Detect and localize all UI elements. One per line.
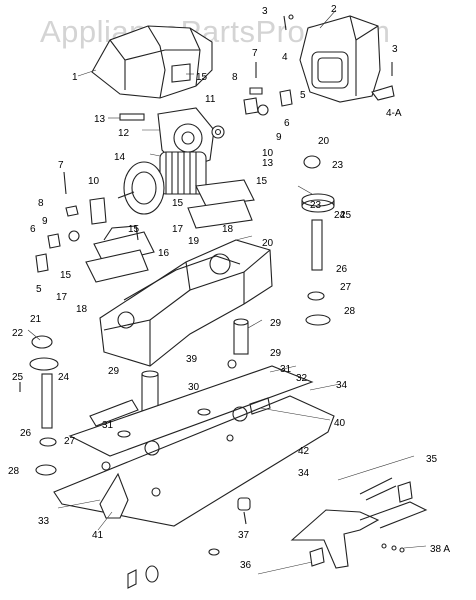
pad-frame bbox=[290, 477, 428, 569]
callout-label: 33 bbox=[38, 516, 50, 527]
callout-label: 32 bbox=[296, 373, 308, 384]
callout-label: 13 bbox=[94, 114, 106, 125]
callout-label: 14 bbox=[114, 152, 126, 163]
left-gear-shaft bbox=[19, 335, 59, 476]
callout-label: 25 bbox=[12, 372, 24, 383]
callout-label: 3 bbox=[392, 44, 398, 55]
callout-label: 8 bbox=[38, 198, 44, 209]
callout-label: 16 bbox=[158, 248, 170, 259]
callout-labels: 1 2 3 3 4 4-A 5 5 6 6 7 7 8 8 9 9 10 10 … bbox=[8, 4, 450, 571]
callout-label: 22 bbox=[12, 328, 24, 339]
callout-label: 25 bbox=[340, 210, 352, 221]
callout-label: 6 bbox=[30, 224, 36, 235]
callout-label: 42 bbox=[298, 446, 310, 457]
callout-label: 35 bbox=[426, 454, 438, 465]
callout-label: 34 bbox=[298, 468, 310, 479]
callout-label: 20 bbox=[318, 136, 330, 147]
callout-label: 15 bbox=[128, 224, 140, 235]
callout-label: 7 bbox=[58, 160, 64, 171]
callout-label: 3 bbox=[262, 6, 268, 17]
upper-small-parts bbox=[243, 14, 393, 116]
callout-label: 4-A bbox=[386, 108, 402, 119]
callout-label: 41 bbox=[92, 530, 104, 541]
callout-label: 26 bbox=[336, 264, 348, 275]
callout-label: 15 bbox=[172, 198, 184, 209]
right-gear-shaft bbox=[301, 155, 335, 326]
callout-label: 13 bbox=[262, 158, 274, 169]
callout-label: 6 bbox=[284, 118, 290, 129]
callout-label: 39 bbox=[186, 354, 198, 365]
callout-label: 1 bbox=[72, 72, 78, 83]
callout-label: 7 bbox=[252, 48, 258, 59]
callout-label: 18 bbox=[76, 304, 88, 315]
callout-label: 4 bbox=[282, 52, 288, 63]
callout-label: 5 bbox=[36, 284, 42, 295]
callout-label: 10 bbox=[262, 148, 274, 159]
callout-label: 19 bbox=[188, 236, 200, 247]
callout-label: 28 bbox=[344, 306, 356, 317]
callout-label: 12 bbox=[118, 128, 130, 139]
callout-label: 26 bbox=[20, 428, 32, 439]
callout-label: 24 bbox=[334, 210, 346, 221]
clip bbox=[99, 472, 129, 519]
motor-housing-rear bbox=[299, 15, 381, 103]
bracket-4a bbox=[371, 85, 395, 101]
callout-label: 29 bbox=[270, 318, 282, 329]
motor-housing-cover bbox=[91, 25, 213, 99]
callout-label: 2 bbox=[331, 4, 337, 15]
gear-case bbox=[99, 239, 273, 367]
callout-label: 21 bbox=[30, 314, 42, 325]
brush-plates bbox=[85, 179, 255, 283]
callout-label: 31 bbox=[280, 364, 292, 375]
callout-label: 24 bbox=[58, 372, 70, 383]
callout-label: 29 bbox=[108, 366, 120, 377]
callout-label: 9 bbox=[42, 216, 48, 227]
callout-label: 11 bbox=[205, 94, 216, 105]
callout-label: 23 bbox=[310, 200, 322, 211]
callout-label: 18 bbox=[222, 224, 234, 235]
callout-leaders bbox=[27, 9, 427, 575]
callout-label: 17 bbox=[172, 224, 184, 235]
callout-label: 36 bbox=[240, 560, 252, 571]
callout-label: 40 bbox=[334, 418, 346, 429]
left-small-parts bbox=[35, 171, 107, 273]
callout-label: 27 bbox=[340, 282, 352, 293]
callout-label: 20 bbox=[262, 238, 274, 249]
callout-label: 23 bbox=[332, 160, 344, 171]
spindle-posts bbox=[141, 318, 249, 413]
callout-label: 15 bbox=[196, 72, 208, 83]
callout-label: 29 bbox=[270, 348, 282, 359]
callout-label: 31 bbox=[102, 420, 114, 431]
callout-label: 28 bbox=[8, 466, 20, 477]
callout-label: 10 bbox=[88, 176, 100, 187]
callout-label: 5 bbox=[300, 90, 306, 101]
callout-label: 37 bbox=[238, 530, 250, 541]
armature-assembly bbox=[117, 107, 225, 215]
callout-label: 38 A bbox=[430, 544, 450, 555]
callout-label: 34 bbox=[336, 380, 348, 391]
bottom-small-parts bbox=[127, 497, 251, 589]
callout-label: 17 bbox=[56, 292, 68, 303]
callout-label: 9 bbox=[276, 132, 282, 143]
callout-label: 15 bbox=[256, 176, 268, 187]
callout-label: 27 bbox=[64, 436, 76, 447]
callout-label: 8 bbox=[232, 72, 238, 83]
callout-label: 30 bbox=[188, 382, 200, 393]
callout-label: 15 bbox=[60, 270, 72, 281]
